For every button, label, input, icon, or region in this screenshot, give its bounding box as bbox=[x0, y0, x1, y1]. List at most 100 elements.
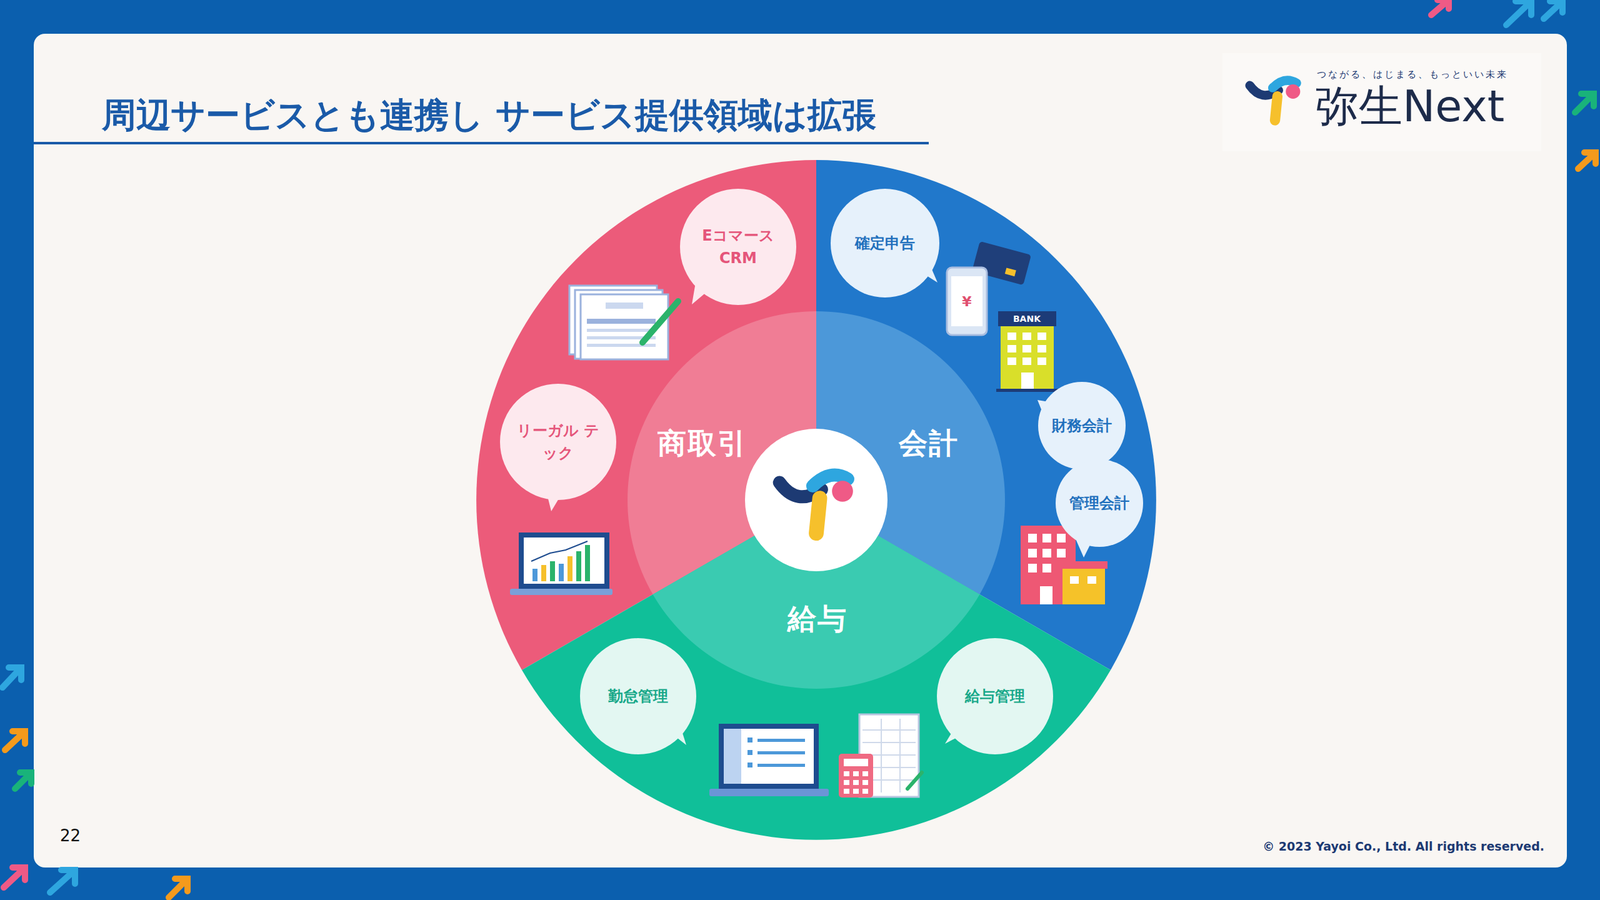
shape-rect bbox=[1007, 332, 1017, 340]
shape-rect bbox=[1022, 332, 1032, 340]
shape-line bbox=[862, 729, 916, 731]
bubble-label: 確定申告 bbox=[841, 231, 929, 255]
shape-rect bbox=[541, 565, 547, 582]
shape-rect bbox=[1022, 345, 1032, 353]
sector-label: 会計 bbox=[898, 424, 959, 464]
speech-bubble: リーガル テック bbox=[500, 383, 617, 500]
shape-path bbox=[2, 667, 22, 688]
shape-line bbox=[642, 301, 679, 343]
shape-rect bbox=[723, 728, 742, 784]
shape-rect bbox=[576, 551, 582, 582]
shape-path bbox=[1578, 152, 1596, 169]
documents-icon bbox=[569, 285, 679, 360]
speech-bubble: 財務会計 bbox=[1038, 381, 1126, 470]
shape-rect bbox=[1021, 372, 1034, 390]
bubble-label: 管理会計 bbox=[1061, 491, 1137, 515]
shape-rect bbox=[757, 738, 805, 742]
shape-rect bbox=[523, 537, 605, 584]
shape-path bbox=[3, 867, 25, 888]
copyright: © 2023 Yayoi Co., Ltd. All rights reserv… bbox=[1262, 839, 1545, 854]
shape-path bbox=[168, 878, 188, 898]
shape-rect bbox=[532, 568, 538, 582]
shape-rect bbox=[747, 737, 753, 743]
shape-rect bbox=[1222, 53, 1542, 152]
shape-rect bbox=[1060, 561, 1108, 569]
shape-rect bbox=[1070, 576, 1079, 584]
shape-rect bbox=[1007, 345, 1017, 353]
bank-icon bbox=[996, 311, 1059, 392]
shape-path bbox=[1575, 93, 1594, 113]
sheet-calculator-icon bbox=[838, 714, 922, 798]
shape-rect bbox=[1022, 357, 1032, 365]
shape-rect bbox=[747, 750, 753, 755]
shape-g bbox=[1007, 332, 1047, 390]
shape-rect bbox=[1037, 345, 1047, 353]
sector-label: 商取引 bbox=[657, 424, 748, 464]
shape-path bbox=[15, 772, 32, 789]
page-number: 22 bbox=[60, 826, 81, 845]
bubble-label: 給与管理 bbox=[948, 685, 1042, 708]
shape-rect bbox=[1037, 357, 1047, 365]
shape-rect bbox=[33, 33, 1567, 868]
bank-sign: BANK bbox=[1013, 313, 1041, 324]
shape-line bbox=[862, 741, 916, 744]
laptop-chart-icon bbox=[510, 532, 613, 595]
shape-use bbox=[779, 475, 854, 534]
shape-rect bbox=[853, 780, 859, 785]
shape-polyline bbox=[531, 541, 588, 562]
shape-g bbox=[1028, 533, 1066, 605]
shape-rect bbox=[1000, 326, 1054, 390]
bubble-label: 財務会計 bbox=[1044, 414, 1120, 437]
shape-rect bbox=[586, 343, 656, 347]
shape-rect bbox=[558, 563, 564, 582]
shape-rect bbox=[510, 588, 613, 595]
shape-line bbox=[880, 718, 882, 793]
slide-title: 周辺サービスとも連携し サービス提供領域は拡張 bbox=[101, 92, 877, 139]
shape-rect bbox=[757, 751, 805, 755]
shape-rect bbox=[843, 780, 850, 785]
brand-name: 弥生Next bbox=[1315, 77, 1505, 137]
shape-rect bbox=[518, 532, 610, 589]
tagline: つながる、はじまる、もっといい未来 bbox=[1316, 68, 1509, 81]
shape-rect bbox=[1007, 357, 1017, 365]
speech-bubble: 確定申告 bbox=[830, 188, 940, 298]
shape-line bbox=[899, 718, 901, 793]
logo-mark bbox=[1250, 80, 1301, 121]
shape-rect bbox=[723, 728, 814, 784]
speech-bubble: 勤怠管理 bbox=[580, 638, 697, 755]
shape-rect bbox=[1005, 267, 1017, 277]
shape-rect bbox=[843, 788, 850, 794]
shape-rect bbox=[1028, 548, 1037, 558]
wheel-sector: 商取引 Eコマース CRM リーガル テック bbox=[476, 160, 817, 670]
shape-rect bbox=[1028, 533, 1037, 543]
shape-path bbox=[5, 731, 25, 750]
shape-rect bbox=[843, 758, 869, 767]
shape-path bbox=[1543, 1, 1563, 19]
shape-rect bbox=[946, 267, 987, 335]
bubble-label: Eコマース CRM bbox=[694, 224, 782, 270]
title-underline bbox=[33, 141, 929, 145]
shape-rect bbox=[1042, 563, 1052, 573]
yen-sign: ¥ bbox=[961, 293, 972, 310]
laptop-list-icon bbox=[709, 723, 829, 797]
shape-rect bbox=[853, 788, 859, 794]
shape-path bbox=[1431, 0, 1449, 15]
shape-rect bbox=[586, 328, 656, 332]
shape-rect bbox=[843, 771, 850, 777]
shape-rect bbox=[996, 388, 1059, 392]
speech-bubble: 管理会計 bbox=[1055, 459, 1144, 547]
shape-line bbox=[907, 772, 922, 789]
shape-rect bbox=[1028, 563, 1037, 573]
shape-rect bbox=[862, 780, 869, 785]
shape-rect bbox=[567, 556, 573, 582]
wheel bbox=[476, 160, 1157, 840]
bubble-label: 勤怠管理 bbox=[591, 685, 685, 708]
shape-rect bbox=[862, 788, 869, 794]
shape-g bbox=[843, 771, 869, 794]
shape-rect bbox=[550, 561, 555, 582]
shape-rect bbox=[585, 545, 590, 582]
